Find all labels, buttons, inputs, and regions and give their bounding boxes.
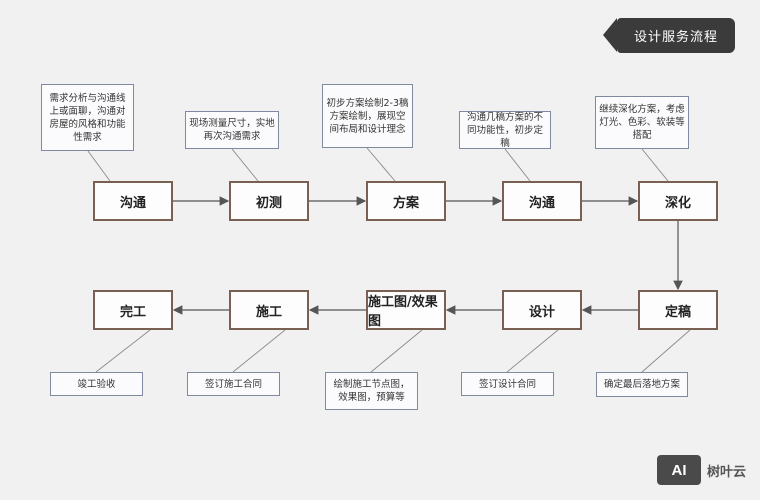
step-shigong: 施工 <box>229 290 309 330</box>
watermark-text: 树叶云 <box>707 464 747 480</box>
step-shenhua: 深化 <box>638 181 718 221</box>
watermark-logo-icon: AI <box>657 455 701 485</box>
note-wangong: 竣工验收 <box>50 372 143 396</box>
step-fangan: 方案 <box>366 181 446 221</box>
step-chuce: 初测 <box>229 181 309 221</box>
note-sheji: 签订设计合同 <box>461 372 554 396</box>
step-goutong-1: 沟通 <box>93 181 173 221</box>
note-leader-line <box>232 329 286 373</box>
note-leader-line <box>641 148 669 182</box>
note-shigongtu: 绘制施工节点图，效果图，预算等 <box>325 372 418 410</box>
note-chuce: 现场测量尺寸，实地再次沟通需求 <box>185 111 279 149</box>
note-leader-line <box>370 329 423 373</box>
watermark: AI 树叶云 <box>657 455 746 485</box>
note-leader-line <box>87 150 111 182</box>
note-dinggao: 确定最后落地方案 <box>596 372 688 397</box>
step-shigongtu: 施工图/效果图 <box>366 290 446 330</box>
note-shenhua: 继续深化方案，考虑灯光、色彩、软装等搭配 <box>595 96 689 149</box>
step-sheji: 设计 <box>502 290 582 330</box>
process-title-badge: 设计服务流程 <box>603 18 735 53</box>
note-leader-line <box>95 329 151 373</box>
note-fangan: 初步方案绘制2-3稿方案绘制，展现空间布局和设计理念 <box>322 84 413 148</box>
note-leader-line <box>641 329 691 373</box>
note-shigong: 签订施工合同 <box>187 372 280 396</box>
step-goutong-2: 沟通 <box>502 181 582 221</box>
note-goutong-1: 需求分析与沟通线上或面聊，沟通对房屋的风格和功能性需求 <box>41 84 134 151</box>
step-dinggao: 定稿 <box>638 290 718 330</box>
note-leader-line <box>231 148 259 182</box>
step-wangong: 完工 <box>93 290 173 330</box>
note-goutong-2: 沟通几稿方案的不同功能性，初步定稿 <box>459 111 551 149</box>
note-leader-line <box>366 147 396 182</box>
note-leader-line <box>504 148 531 182</box>
note-leader-line <box>506 329 559 373</box>
